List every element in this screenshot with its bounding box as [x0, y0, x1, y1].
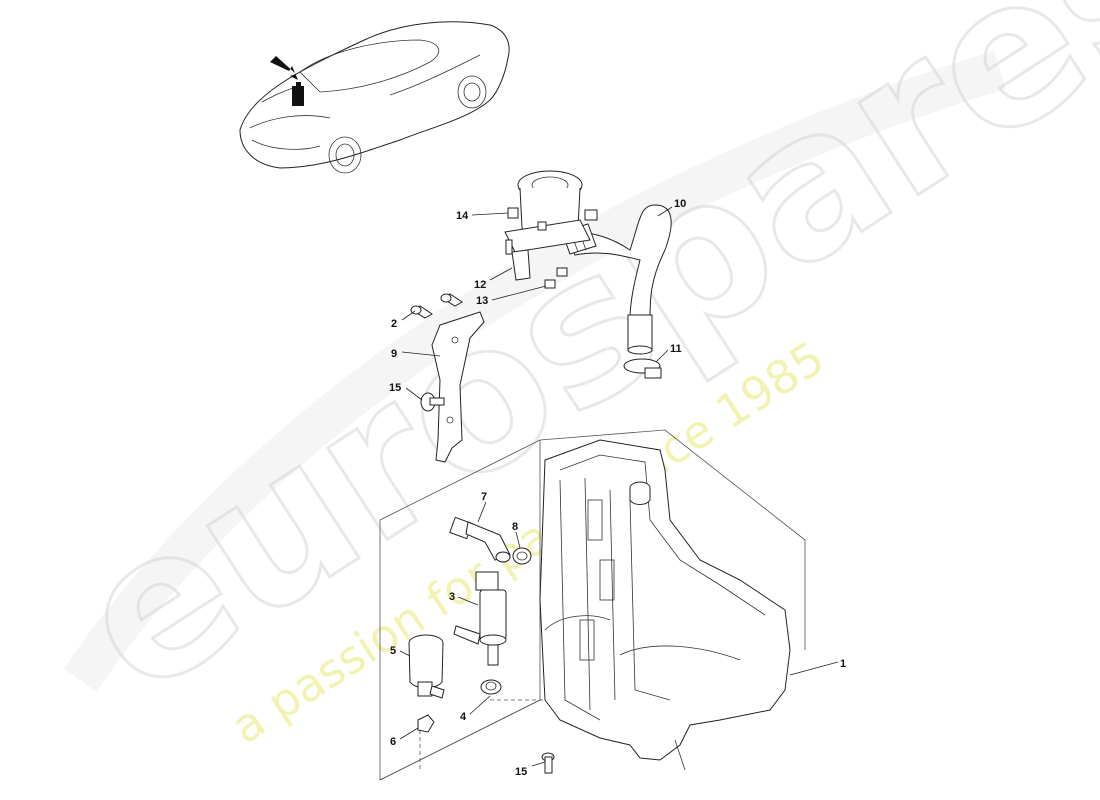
callout-13: 13	[476, 295, 488, 307]
callout-15-drain: 15	[515, 766, 527, 778]
callout-12: 12	[474, 279, 486, 291]
callout-5: 5	[390, 645, 396, 657]
washer-pump	[453, 571, 507, 666]
callout-10: 10	[674, 198, 686, 210]
callout-1: 1	[840, 658, 846, 670]
pump-motor	[408, 634, 445, 699]
drain-bolt	[541, 752, 555, 774]
callout-2: 2	[391, 318, 397, 330]
callout-8: 8	[512, 521, 518, 533]
washer-reservoir	[539, 439, 791, 771]
callout-3: 3	[449, 591, 455, 603]
pump-grommet	[480, 679, 502, 695]
callout-4: 4	[460, 711, 467, 723]
callout-6: 6	[390, 736, 396, 748]
callout-7: 7	[481, 491, 487, 503]
bracket-bolt	[420, 392, 445, 412]
vehicle-locator-thumbnail	[239, 21, 510, 174]
callout-9: 9	[391, 348, 397, 360]
filler-cap-assembly	[504, 170, 598, 289]
motor-grommet	[417, 714, 435, 733]
callout-11: 11	[670, 343, 682, 355]
hose-clamp	[623, 358, 662, 379]
level-sensor	[449, 516, 511, 563]
bolt-pair	[410, 293, 463, 319]
reservoir-bounding-box	[379, 429, 806, 781]
callouts: 1 2 3 4 5 6 7 8 9 10 11 12 13 14 15 15	[389, 198, 846, 778]
callout-15-bracket: 15	[389, 382, 401, 394]
sensor-grommet	[512, 547, 532, 565]
callout-14: 14	[456, 210, 469, 222]
locator-arrow-icon	[270, 56, 298, 80]
mounting-bracket	[431, 311, 485, 463]
leader-lines	[399, 206, 839, 767]
